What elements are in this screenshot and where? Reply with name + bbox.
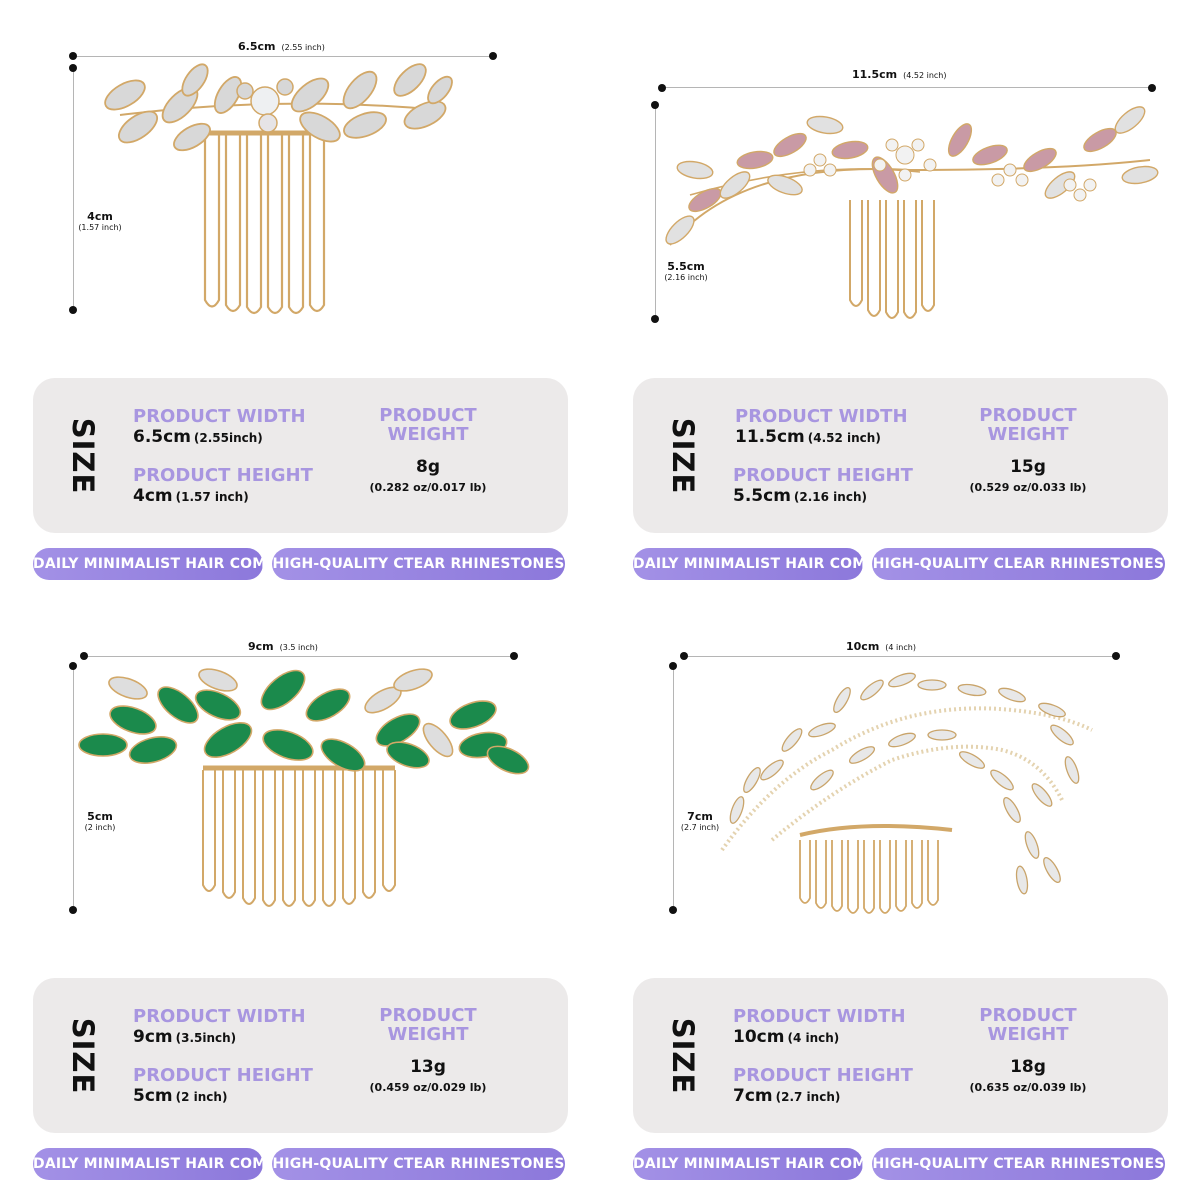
- height-dimension-line: [655, 105, 656, 319]
- product-height-value: 5cm(2 inch): [133, 1086, 228, 1106]
- product-width-label: PRODUCT WIDTH: [133, 406, 306, 427]
- height-dimension-label: 5.5cm(2.16 inch): [664, 260, 708, 282]
- product-weight-value: 13g: [410, 1057, 446, 1077]
- product-width-value: 6.5cm(2.55inch): [133, 427, 263, 447]
- size-card: SIZE PRODUCT WIDTH 6.5cm(2.55inch) PRODU…: [33, 378, 568, 533]
- product-width-label: PRODUCT WIDTH: [733, 1006, 906, 1027]
- size-heading: SIZE: [666, 417, 700, 495]
- hair-comb-image: [720, 672, 1093, 914]
- size-card: SIZE PRODUCT WIDTH 11.5cm(4.52 inch) PRO…: [633, 378, 1168, 533]
- product-width-value: 9cm(3.5inch): [133, 1027, 237, 1047]
- width-dimension-line: [661, 87, 1151, 88]
- dimension-dot: [69, 662, 77, 670]
- product-height-value: 4cm(1.57 inch): [133, 486, 249, 506]
- feature-tag-rhinestones: HIGH-QUALITY CTEAR RHINESTONES: [272, 548, 565, 580]
- height-dimension-line: [73, 68, 74, 310]
- product-weight-sub: (0.282 oz/0.017 lb): [369, 481, 487, 494]
- size-heading: SIZE: [666, 1017, 700, 1095]
- product-width-value: 10cm(4 inch): [733, 1027, 840, 1047]
- feature-tag-minimalist: DAILY MINIMALIST HAIR COMB: [633, 548, 877, 580]
- feature-tag-rhinestones: HIGH-QUALITY CLEAR RHINESTONES: [872, 548, 1165, 580]
- product-height-label: PRODUCT HEIGHT: [733, 1065, 913, 1086]
- width-dimension-label: 11.5cm(4.52 inch): [852, 68, 947, 81]
- dimension-dot: [669, 906, 677, 914]
- product-weight-value: 18g: [1010, 1057, 1046, 1077]
- product-width-label: PRODUCT WIDTH: [133, 1006, 306, 1027]
- product-weight-sub: (0.635 oz/0.039 lb): [969, 1081, 1087, 1094]
- product-height-label: PRODUCT HEIGHT: [133, 465, 313, 486]
- dimension-dot: [1148, 84, 1156, 92]
- feature-tag-minimalist: DAILY MINIMALIST HAIR COMB: [33, 1148, 277, 1180]
- dimension-dot: [69, 906, 77, 914]
- product-height-label: PRODUCT HEIGHT: [133, 1065, 313, 1086]
- dimension-dot: [680, 652, 688, 660]
- width-dimension-label: 9cm(3.5 inch): [248, 640, 318, 653]
- product-height-label: PRODUCT HEIGHT: [733, 465, 913, 486]
- product-width-label: PRODUCT WIDTH: [735, 406, 908, 427]
- dimension-dot: [489, 52, 497, 60]
- height-dimension-label: 7cm(2.7 inch): [680, 810, 720, 832]
- dimension-dot: [669, 662, 677, 670]
- dimension-dot: [69, 52, 77, 60]
- width-dimension-line: [73, 56, 493, 57]
- product-width-value: 11.5cm(4.52 inch): [735, 427, 881, 447]
- product-height-value: 7cm(2.7 inch): [733, 1086, 841, 1106]
- size-heading: SIZE: [66, 1017, 100, 1095]
- size-card: SIZE PRODUCT WIDTH 10cm(4 inch) PRODUCT …: [633, 978, 1168, 1133]
- product-weight-value: 15g: [1010, 457, 1046, 477]
- size-heading: SIZE: [66, 417, 100, 495]
- product-height-value: 5.5cm(2.16 inch): [733, 486, 867, 506]
- feature-tag-rhinestones: HIGH-QUALITY CTEAR RHINESTONES: [272, 1148, 565, 1180]
- height-dimension-label: 4cm(1.57 inch): [78, 210, 122, 232]
- height-dimension-line: [73, 668, 74, 910]
- dimension-dot: [1112, 652, 1120, 660]
- dimension-dot: [80, 652, 88, 660]
- feature-tag-minimalist: DAILY MINIMALIST HAIR COMB: [33, 548, 277, 580]
- dimension-dot: [510, 652, 518, 660]
- dimension-dot: [651, 315, 659, 323]
- product-panel-3: 9cm(3.5 inch) 5cm(2 inch): [0, 600, 600, 1200]
- width-dimension-line: [684, 656, 1116, 657]
- height-dimension-line: [673, 668, 674, 910]
- product-weight-value: 8g: [416, 457, 440, 477]
- size-card: SIZE PRODUCT WIDTH 9cm(3.5inch) PRODUCT …: [33, 978, 568, 1133]
- width-dimension-label: 6.5cm(2.55 inch): [238, 40, 325, 53]
- product-weight-sub: (0.529 oz/0.033 lb): [969, 481, 1087, 494]
- width-dimension-label: 10cm(4 inch): [846, 640, 916, 653]
- hair-comb-image: [78, 668, 530, 907]
- product-panel-1: 6.5cm(2.55 inch) 4cm(1.57 inch): [0, 0, 600, 600]
- product-panel-4: 10cm(4 inch) 7cm(2.7 inch): [600, 600, 1200, 1200]
- product-panel-2: 11.5cm(4.52 inch) 5.5cm(2.16 inch): [600, 0, 1200, 600]
- hair-comb-image: [665, 106, 1159, 319]
- width-dimension-line: [84, 656, 514, 657]
- height-dimension-label: 5cm(2 inch): [84, 810, 116, 832]
- product-weight-sub: (0.459 oz/0.029 lb): [369, 1081, 487, 1094]
- dimension-dot: [651, 101, 659, 109]
- dimension-dot: [658, 84, 666, 92]
- dimension-dot: [69, 64, 77, 72]
- hair-comb-image: [104, 63, 453, 315]
- feature-tag-minimalist: DAILY MINIMALIST HAIR COMB: [633, 1148, 877, 1180]
- feature-tag-rhinestones: HIGH-QUALITY CTEAR RHINESTONES: [872, 1148, 1165, 1180]
- dimension-dot: [69, 306, 77, 314]
